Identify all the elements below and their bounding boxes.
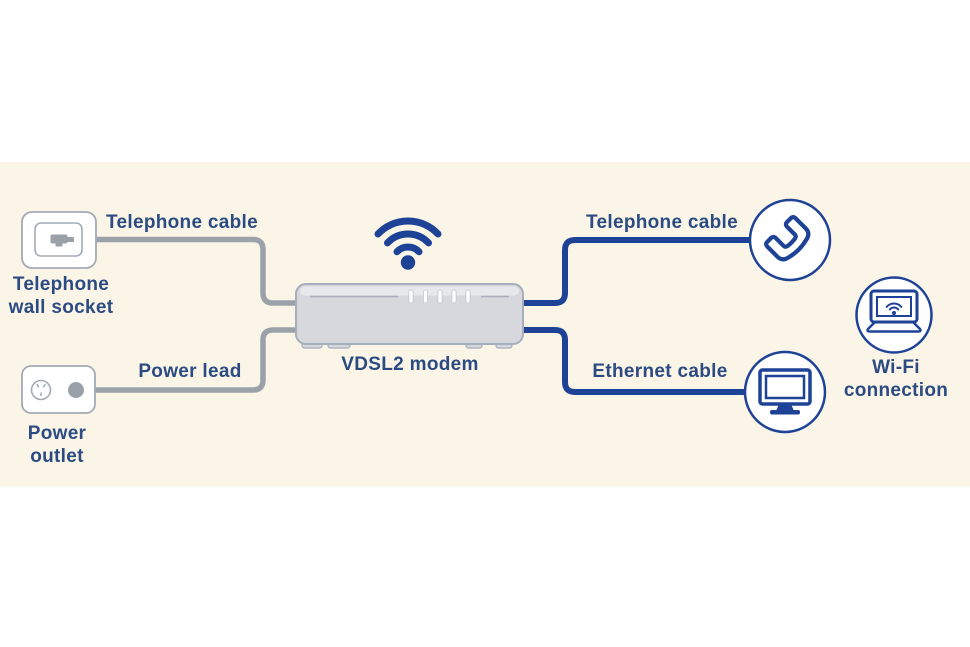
power-outlet-icon (21, 365, 96, 414)
ethernet-cable-line (518, 327, 751, 395)
ethernet-cable-label: Ethernet cable (592, 361, 728, 382)
wifi-laptop-icon (855, 276, 933, 354)
telephone-cable-right-line (518, 237, 755, 306)
vdsl2-modem-icon (295, 283, 524, 349)
telephone-cable-left-label: Telephone cable (106, 212, 258, 233)
power-lead-label: Power lead (138, 361, 242, 382)
modem-led-lights (408, 289, 471, 304)
telephone-cable-right-label: Telephone cable (586, 212, 738, 233)
vdsl2-modem-label: VDSL2 modem (341, 354, 479, 375)
wifi-connection-label: Wi-Fi connection (843, 357, 949, 401)
power-lead-line (73, 327, 303, 393)
telephone-handset-icon (748, 198, 832, 282)
telephone-cable-left-line (55, 236, 303, 306)
telephone-wall-socket-label: Telephone wall socket (8, 274, 114, 318)
computer-monitor-icon (743, 350, 827, 434)
wifi-signal-icon (374, 217, 442, 270)
laptop-wifi-glyph (885, 302, 903, 315)
telephone-wall-socket-icon (21, 211, 97, 269)
power-outlet-label: Power outlet (27, 423, 87, 467)
power-plug (68, 382, 84, 398)
